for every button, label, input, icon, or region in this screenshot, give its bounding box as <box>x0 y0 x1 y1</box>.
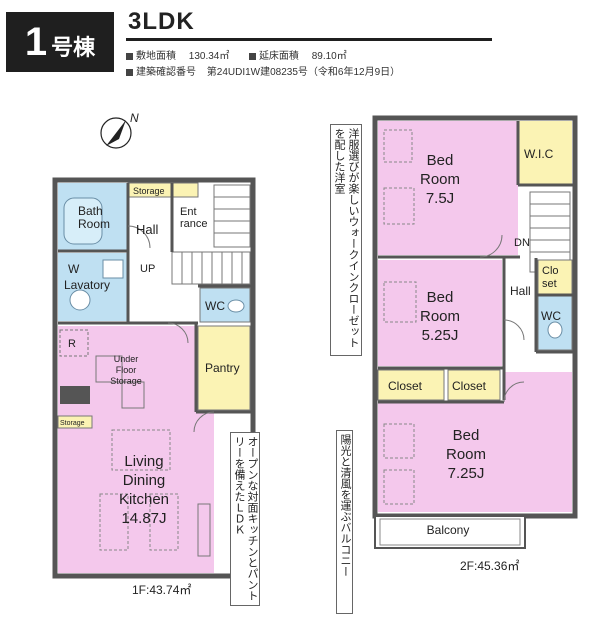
wic-label: W.I.C <box>524 147 554 161</box>
up-label: UP <box>140 263 155 275</box>
closet-1 <box>377 369 445 401</box>
balcony-label: Balcony <box>427 523 470 537</box>
storage-top-label: Storage <box>133 186 165 196</box>
header-divider <box>126 38 492 41</box>
wc-1f-label: WC <box>205 299 225 313</box>
lavatory-label: Lavatory <box>64 278 110 292</box>
compass-letter: N <box>130 111 139 125</box>
confirmation-value: 第24UDI1W建08235号（令和6年12月9日） <box>206 67 401 78</box>
walk-in-closet <box>518 121 572 185</box>
layout-type: 3LDK <box>128 8 195 35</box>
floor-2-area: 2F:45.36㎡ <box>460 559 519 573</box>
pantry <box>197 325 251 411</box>
floor-2-note-bottom: 陽光と清風を運ぶバルコニー <box>336 430 353 614</box>
floor-area-value: 89.10㎡ <box>311 51 347 62</box>
floor-2-note-top: 洋服選びが楽しいウォークインクローゼットを配した洋室 <box>330 124 362 356</box>
dn-label: DN <box>514 237 530 249</box>
floor-1-note: オープンな対面キッチンとパントリーを備えたＬＤＫ <box>230 432 260 606</box>
bullet-square-icon <box>248 52 256 60</box>
storage-small-label: Storage <box>60 420 85 427</box>
closet-1-label: Closet <box>388 379 423 393</box>
site-area-value: 130.34㎡ <box>188 51 230 62</box>
closet-2-label: Closet <box>452 379 487 393</box>
closet-2 <box>447 369 501 401</box>
house-number-badge: 1 号棟 <box>6 12 114 72</box>
spec-line-area: 敷地面積 130.34㎡ 延床面積 89.10㎡ <box>126 47 347 62</box>
refrigerator-label: R <box>68 338 76 350</box>
hall-2f-label: Hall <box>510 284 531 298</box>
confirmation-label: 建築確認番号 <box>136 67 196 78</box>
house-unit: 号棟 <box>51 35 96 60</box>
bed-room-3 <box>378 372 572 512</box>
bullet-square-icon <box>126 52 133 60</box>
site-area-label: 敷地面積 <box>136 51 176 62</box>
hall-1f-label: Hall <box>136 222 159 237</box>
floor-1-area: 1F:43.74㎡ <box>132 583 191 597</box>
spec-line-confirmation: 建築確認番号 第24UDI1W建08235号（令和6年12月9日） <box>126 63 400 78</box>
house-number: 1 <box>24 20 48 64</box>
floor-area-label: 延床面積 <box>258 51 299 62</box>
compass-icon: N <box>100 111 139 149</box>
lavatory-w-label: W <box>68 262 80 276</box>
bullet-square-icon <box>126 68 133 76</box>
living-dining-kitchen <box>58 326 214 573</box>
bed-room-2 <box>378 260 502 366</box>
pantry-label: Pantry <box>205 361 240 375</box>
wc-2f-label: WC <box>541 309 561 323</box>
